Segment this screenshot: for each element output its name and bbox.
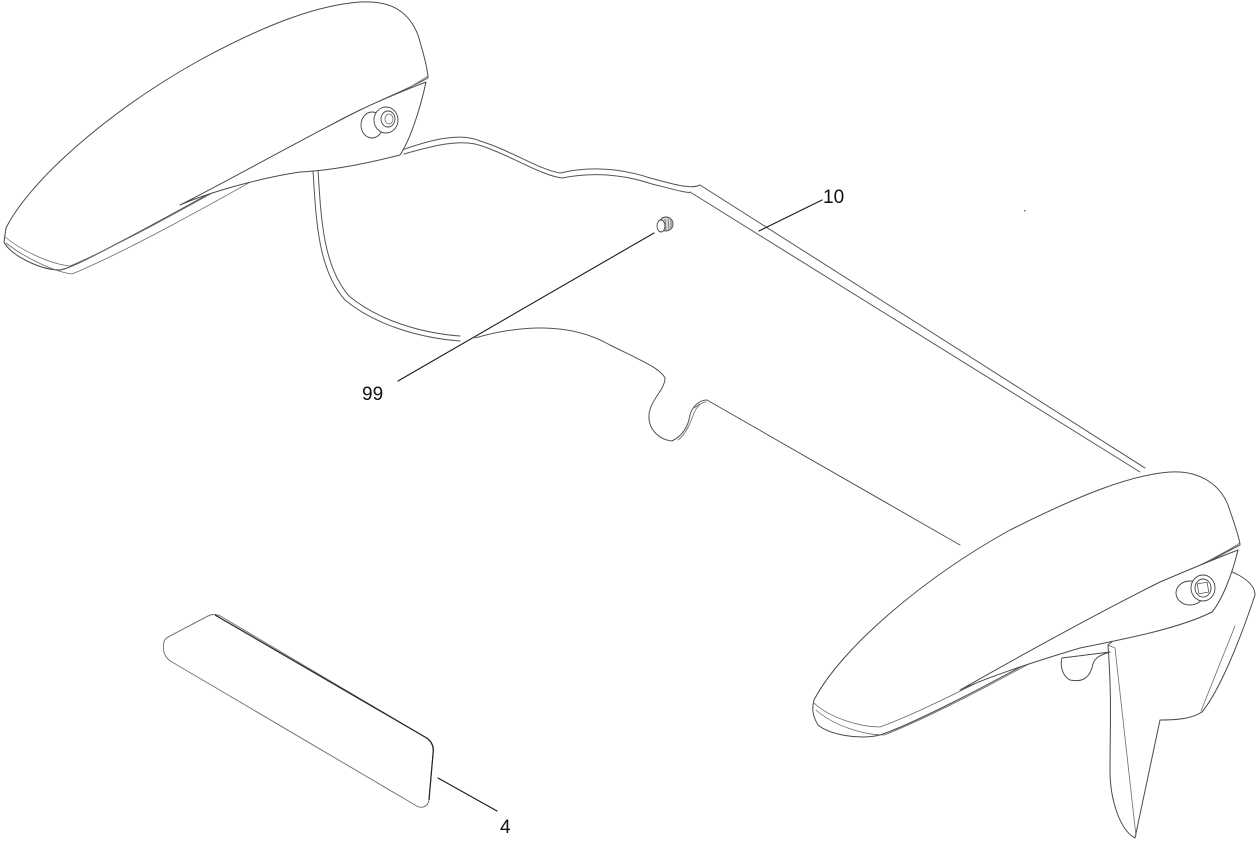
callout-label-99: 99: [362, 384, 383, 405]
pad-part-4: [162, 614, 434, 808]
left-pivot-bolt: [360, 106, 399, 139]
callout-99: 99: [362, 232, 655, 405]
callout-10: 10: [758, 187, 844, 232]
threaded-insert-99: [656, 216, 674, 233]
callout-4: 4: [437, 777, 511, 838]
right-pivot-bolt: [1175, 574, 1216, 606]
right-armrest: [812, 471, 1256, 839]
stray-mark: [1024, 210, 1026, 212]
left-armrest: [3, 1, 429, 275]
center-bracket-plate: [312, 136, 1146, 546]
callout-label-4: 4: [500, 817, 511, 838]
callout-label-10: 10: [823, 187, 844, 208]
